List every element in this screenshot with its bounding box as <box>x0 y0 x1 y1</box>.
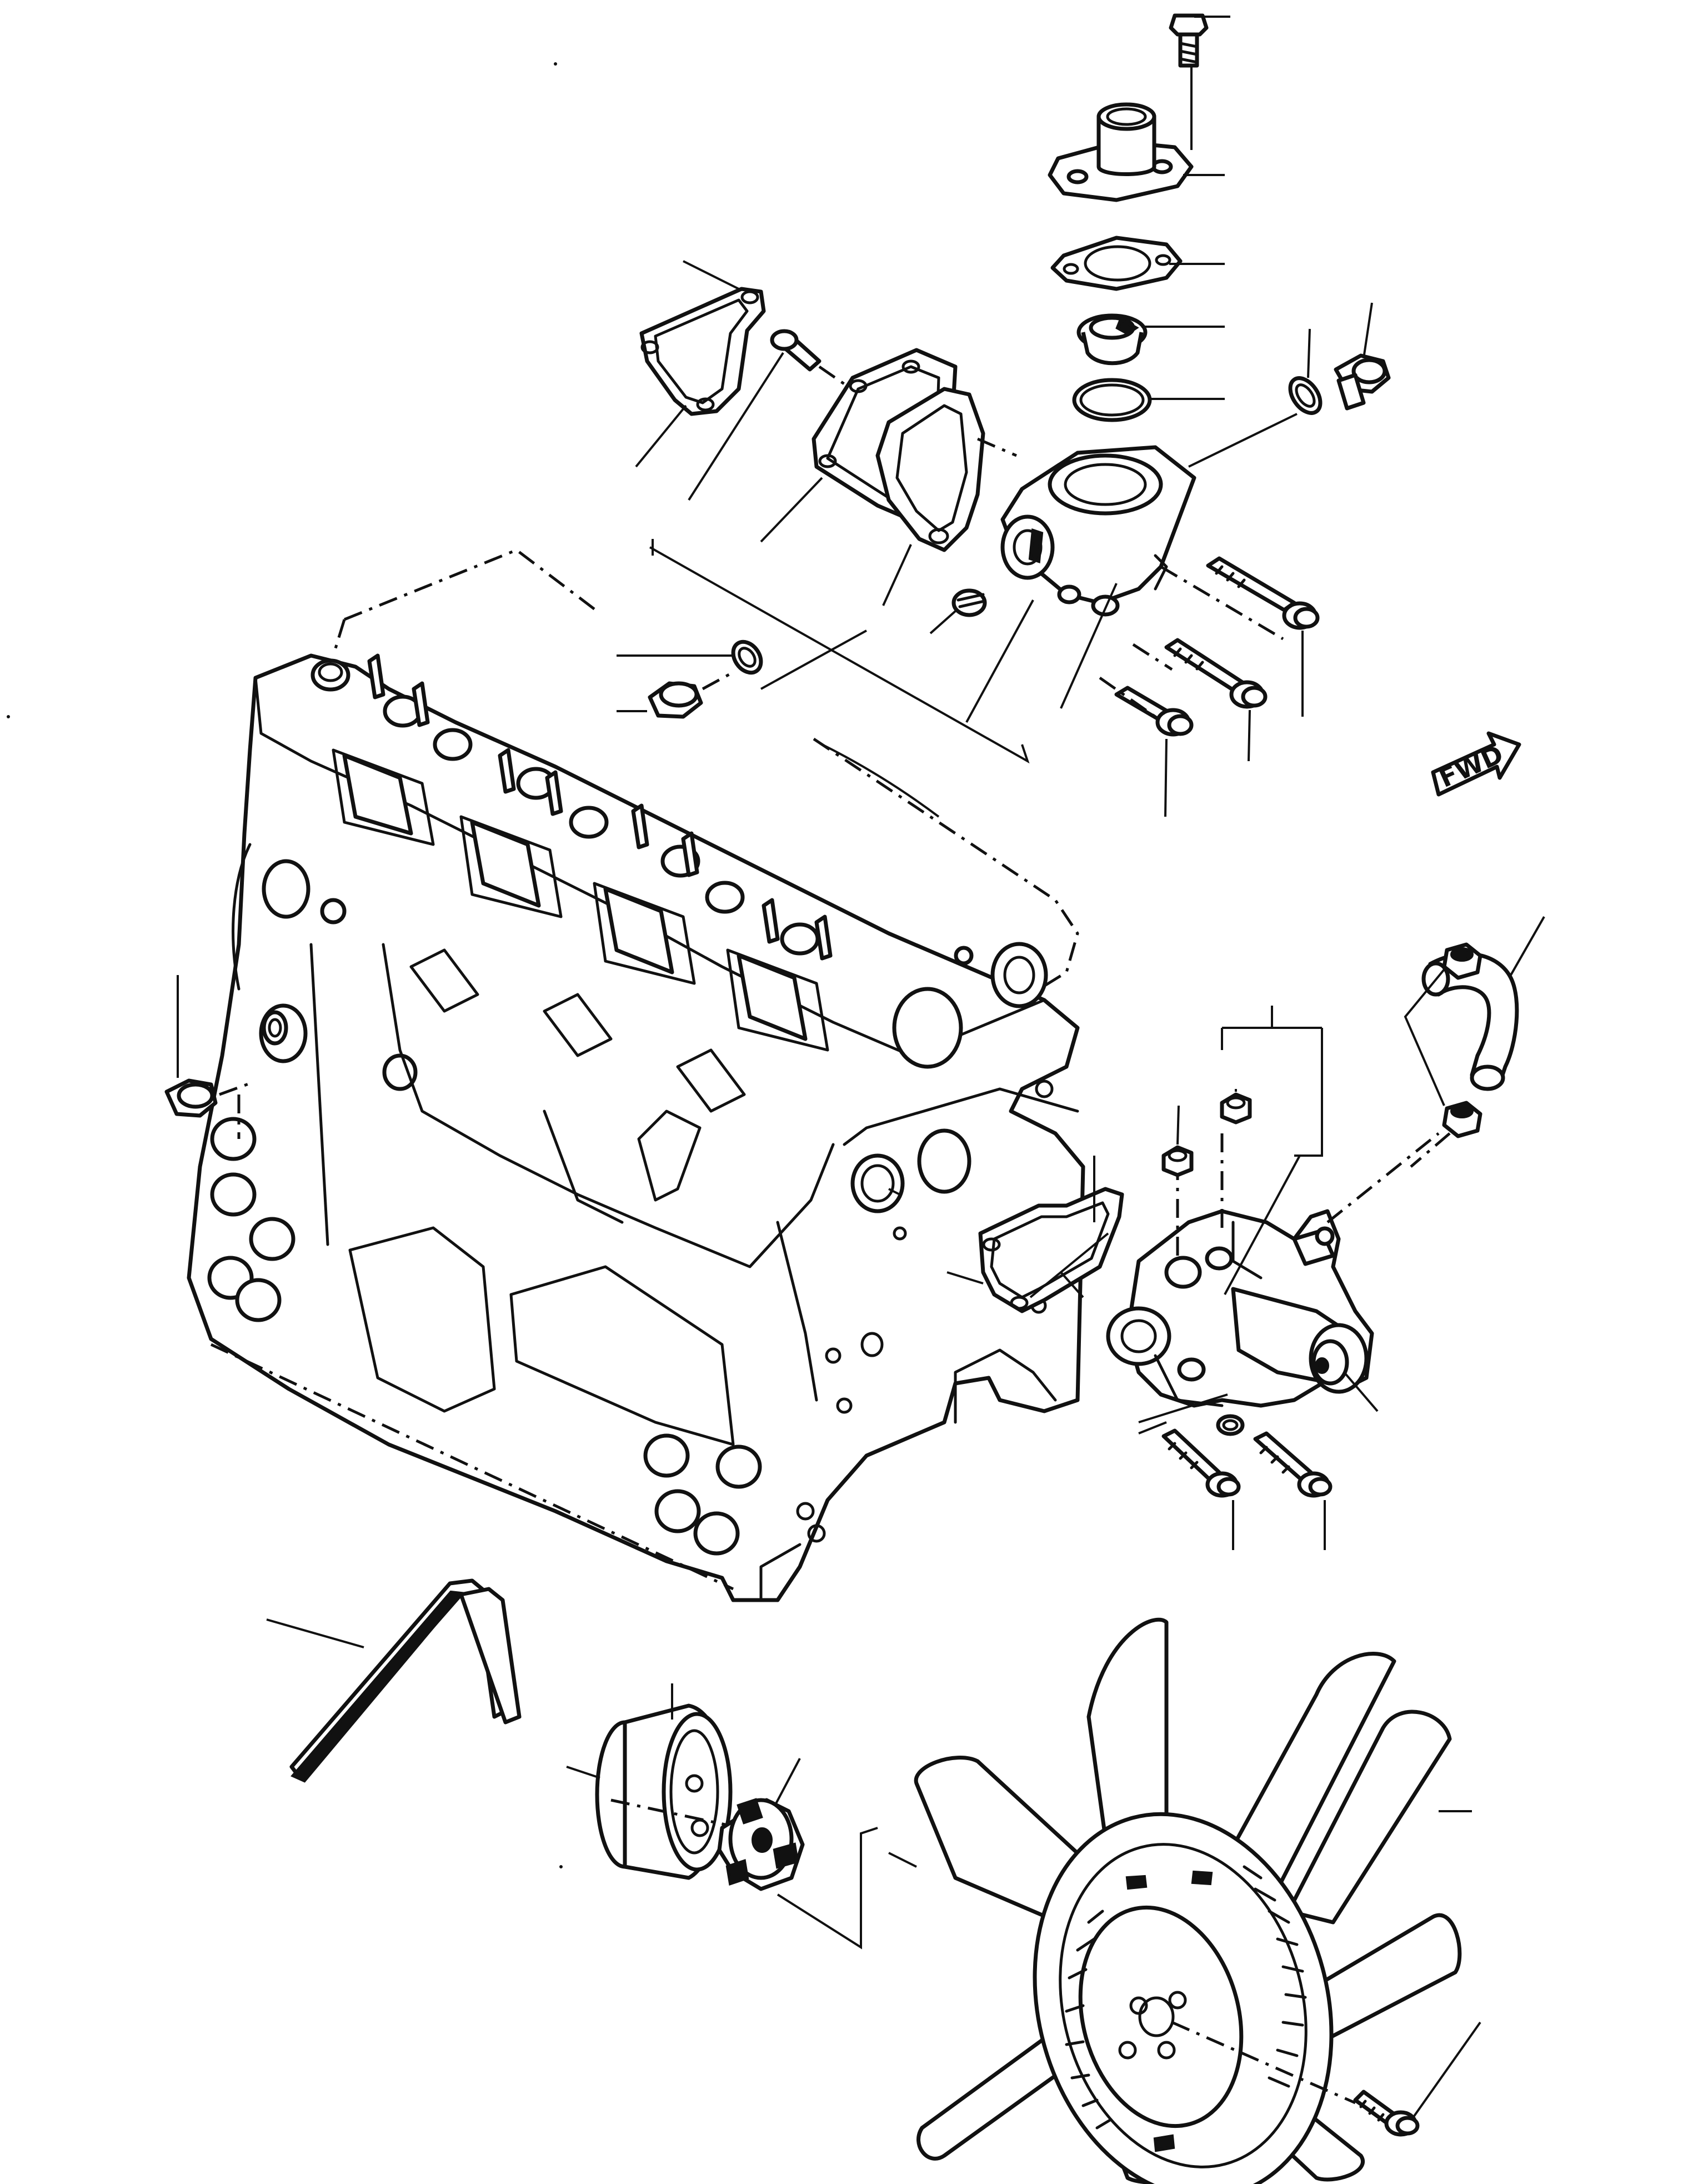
fan-bolt <box>1171 2021 1481 2137</box>
thermostat-housing-bolt <box>1169 13 1230 150</box>
block-plug <box>164 975 251 1118</box>
thermostat-housing <box>1000 445 1284 641</box>
water-outlet-bolt <box>1099 556 1320 817</box>
fan-spacer <box>717 1758 878 1950</box>
assembly-bracket <box>649 539 1118 764</box>
fan-belt <box>266 1578 522 1783</box>
fwd-marker: FWD <box>1431 731 1521 797</box>
fwd-label: FWD <box>1435 739 1508 793</box>
thermostat-seal-ring <box>1072 378 1225 422</box>
stray-marks <box>7 62 563 1868</box>
water-outlet-gasket-inner <box>875 387 1017 606</box>
water-pump-bolts <box>1161 1428 1333 1550</box>
thermostat-cover <box>1048 102 1225 202</box>
water-pump-gasket <box>888 1156 1124 1313</box>
forward-arrow-icon <box>1431 731 1521 797</box>
water-outlet-gasket <box>635 260 766 468</box>
outlet-small-plug <box>929 588 987 634</box>
block-plug-washer <box>262 1010 288 1046</box>
thermostat <box>1076 313 1225 366</box>
drain-plug-washer <box>1188 328 1323 468</box>
drain-plug <box>1334 302 1391 411</box>
thermostat-cover-gasket <box>1050 236 1225 291</box>
cooling-fan <box>888 1617 1472 2184</box>
water-pump <box>1106 1006 1440 1436</box>
drain-plug-left <box>617 639 763 719</box>
bypass-hose <box>1421 916 1545 1091</box>
fan-pulley <box>566 1683 733 1880</box>
water-outlet-bolt-small <box>688 329 856 501</box>
hose-clamp <box>1404 942 1482 1168</box>
engine-block <box>187 548 1085 1602</box>
water-pump-nuts <box>1161 1089 1252 1177</box>
